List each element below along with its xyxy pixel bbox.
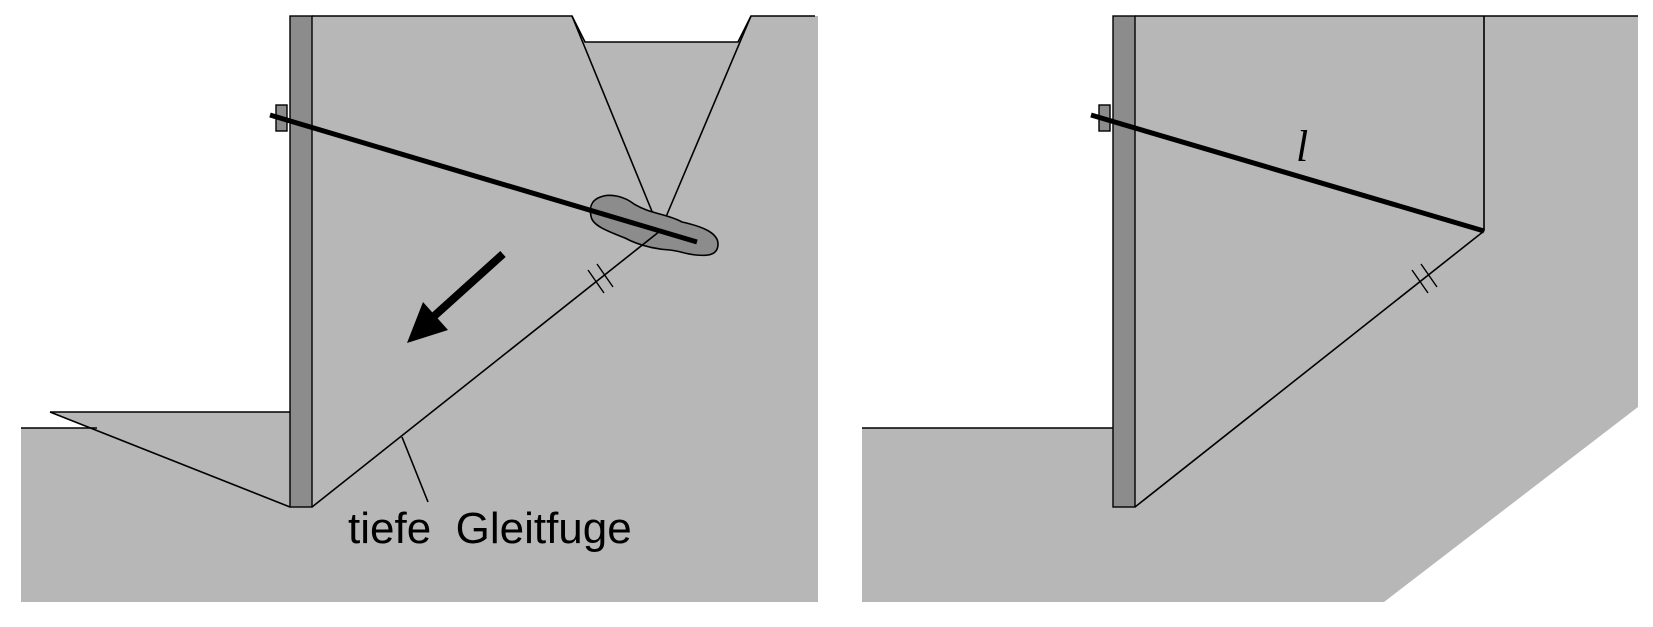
left-caption-deep-slip-joint: tiefe Gleitfuge [348,504,632,553]
left-panel: tiefe Gleitfuge [21,15,818,602]
left-ground-surface-line [312,15,815,43]
left-sheet-pile-wall [289,15,313,508]
left-passive-wedge [50,412,290,507]
right-slip-hatch-2 [1420,263,1438,288]
right-slip-hatch-1 [1411,269,1429,294]
right-anchor-tendon [1090,112,1485,234]
left-active-wedge-line-1 [571,15,661,232]
right-sheet-pile-wall [1112,15,1136,508]
left-anchor-tendon [269,112,698,245]
left-passive-slip-line [49,411,291,508]
left-slip-hatch-1 [587,269,605,294]
left-deep-slip-joint [311,230,661,508]
left-caption-leader [401,436,429,503]
right-deep-slip-joint [1134,230,1485,508]
right-excavation-ground [862,428,1113,602]
right-anchor-length-label: l [1296,122,1308,171]
right-panel: l [862,15,1638,602]
left-active-wedge-line-2 [659,15,752,232]
left-slip-hatch-2 [596,263,614,288]
right-retained-soil [1113,16,1638,602]
left-movement-arrow-head [407,302,448,343]
left-movement-arrow-shaft [429,251,506,321]
